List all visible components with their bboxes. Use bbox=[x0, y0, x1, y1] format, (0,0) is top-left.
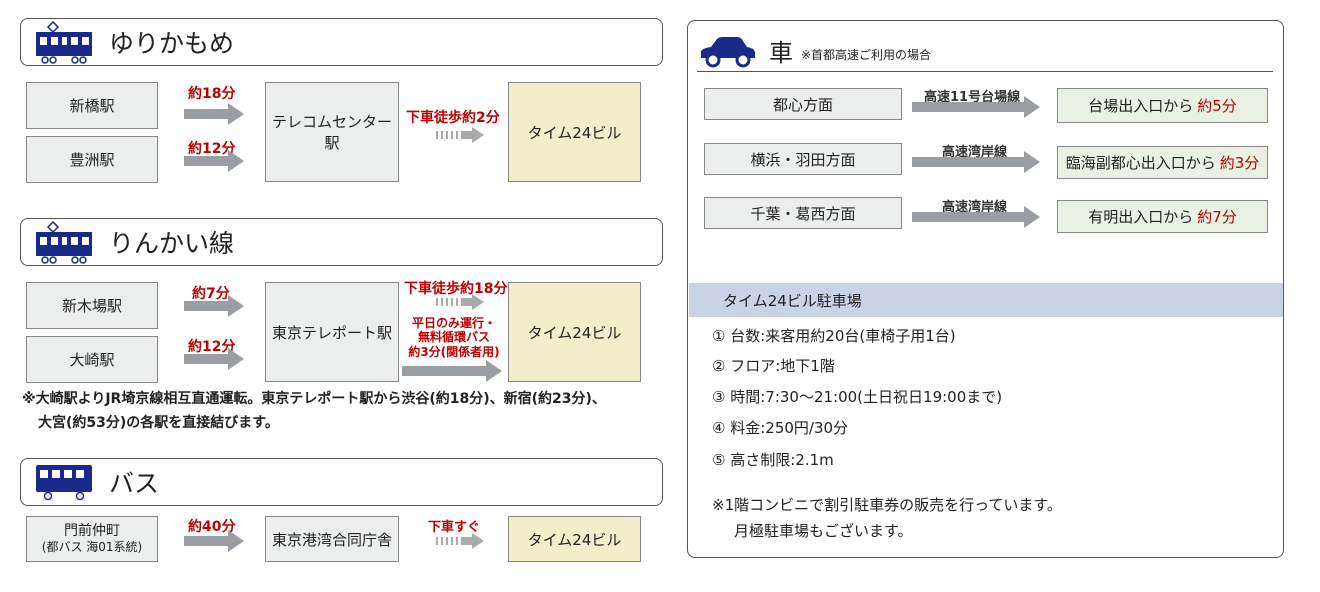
arrow-icon bbox=[184, 103, 244, 125]
car-subtitle: ※首都高速ご利用の場合 bbox=[801, 48, 932, 62]
stop-tokyo-port-office: 東京港湾合同庁舎 bbox=[265, 516, 399, 562]
arrow-icon bbox=[184, 348, 244, 370]
goal-time24: タイム24ビル bbox=[508, 516, 641, 562]
car-road-3: 高速湾岸線 bbox=[942, 200, 1008, 215]
rinkai-title: りんかい線 bbox=[109, 229, 235, 258]
station-shimbashi: 新橋駅 bbox=[26, 82, 158, 129]
time-shimbashi: 約18分 bbox=[188, 86, 236, 102]
car-header: 車 ※首都高速ご利用の場合 bbox=[697, 30, 1273, 72]
car-dest-1-label: 台場出入口から bbox=[1088, 97, 1194, 115]
arrow-icon bbox=[436, 533, 484, 549]
yurikamome-header: ゆりかもめ bbox=[20, 18, 663, 66]
arrow-icon bbox=[912, 206, 1040, 228]
train-icon bbox=[36, 20, 92, 64]
goal-time24: タイム24ビル bbox=[508, 82, 641, 182]
walk-time: 下車徒歩約2分 bbox=[406, 110, 500, 126]
shuttle-line-2: 無料循環バス bbox=[417, 330, 490, 345]
car-dest-3: 有明出入口から 約7分 bbox=[1057, 200, 1268, 233]
stop-monzen-nakacho: 門前仲町 (都バス 海01系統) bbox=[26, 516, 158, 562]
car-road-1: 高速11号台場線 bbox=[924, 90, 1021, 105]
station-osaki: 大崎駅 bbox=[26, 336, 158, 383]
stop-name: 門前仲町 bbox=[64, 522, 120, 539]
car-origin-2: 横浜・羽田方面 bbox=[704, 143, 902, 175]
arrow-icon bbox=[436, 294, 484, 310]
arrow-icon bbox=[402, 360, 502, 382]
bus-icon bbox=[36, 465, 92, 501]
car-title: 車 bbox=[769, 39, 793, 67]
car-dest-2-time: 約3分 bbox=[1219, 154, 1260, 172]
car-dest-3-time: 約7分 bbox=[1197, 208, 1237, 226]
parking-fee: ④ 料金:250円/30分 bbox=[712, 419, 849, 437]
rinkai-header: りんかい線 bbox=[20, 218, 663, 266]
parking-header: タイム24ビル駐車場 bbox=[689, 283, 1283, 317]
parking-capacity: ① 台数:来客用約20台(車椅子用1台) bbox=[712, 327, 956, 345]
station-toyosu: 豊洲駅 bbox=[26, 136, 158, 183]
bus-header: バス bbox=[20, 458, 663, 506]
parking-floor: ② フロア:地下1階 bbox=[712, 357, 835, 375]
time-toyosu: 約12分 bbox=[188, 141, 236, 157]
parking-note-1: ※1階コンビニで割引駐車券の販売を行っています。 bbox=[712, 496, 1062, 514]
goal-time24: タイム24ビル bbox=[508, 282, 641, 382]
arrow-icon bbox=[184, 530, 244, 552]
parking-height-limit: ⑤ 高さ制限:2.1m bbox=[712, 451, 834, 469]
arrow-icon bbox=[184, 150, 244, 172]
car-origin-1: 都心方面 bbox=[704, 88, 902, 120]
car-dest-2-label: 臨海副都心出入口から bbox=[1065, 154, 1216, 172]
arrow-icon bbox=[912, 96, 1040, 118]
car-dest-2: 臨海副都心出入口から 約3分 bbox=[1057, 146, 1268, 179]
car-origin-3: 千葉・葛西方面 bbox=[704, 197, 902, 229]
car-dest-1: 台場出入口から 約5分 bbox=[1057, 88, 1268, 123]
car-dest-3-label: 有明出入口から bbox=[1088, 208, 1194, 226]
arrow-icon bbox=[912, 151, 1040, 173]
bus-title: バス bbox=[109, 469, 160, 498]
shuttle-line-3: 約3分(関係者用) bbox=[408, 344, 500, 359]
time-osaki: 約12分 bbox=[188, 339, 236, 355]
car-road-2: 高速湾岸線 bbox=[942, 145, 1008, 160]
arrow-icon bbox=[184, 295, 244, 317]
rinkai-note-1: ※大崎駅よりJR埼京線相互直通運転。東京テレポート駅から渋谷(約18分)、新宿(… bbox=[22, 391, 606, 407]
station-tokyo-teleport: 東京テレポート駅 bbox=[265, 282, 399, 382]
car-dest-1-time: 約5分 bbox=[1197, 97, 1237, 115]
station-telecom-center: テレコムセンター駅 bbox=[265, 82, 399, 182]
train-icon bbox=[36, 220, 92, 264]
bus-time: 約40分 bbox=[188, 519, 236, 535]
parking-note-2: 月極駐車場もございます。 bbox=[734, 522, 913, 540]
yurikamome-title: ゆりかもめ bbox=[109, 29, 235, 58]
rinkai-note-2: 大宮(約53分)の各駅を直接結びます。 bbox=[38, 415, 279, 431]
parking-hours: ③ 時間:7:30〜21:00(土日祝日19:00まで) bbox=[712, 388, 1003, 406]
walk-time: 下車徒歩約18分 bbox=[404, 281, 508, 297]
bus-route: (都バス 海01系統) bbox=[41, 540, 143, 555]
time-shinkiba: 約7分 bbox=[192, 286, 230, 302]
arrow-icon bbox=[436, 127, 484, 143]
shuttle-bus-info: 平日のみ運行・ 無料循環バス 約3分(関係者用) bbox=[404, 316, 504, 359]
shuttle-line-1: 平日のみ運行・ bbox=[411, 316, 496, 330]
walk-time: 下車すぐ bbox=[428, 520, 481, 535]
car-icon bbox=[701, 36, 755, 67]
station-shinkiba: 新木場駅 bbox=[26, 282, 158, 329]
